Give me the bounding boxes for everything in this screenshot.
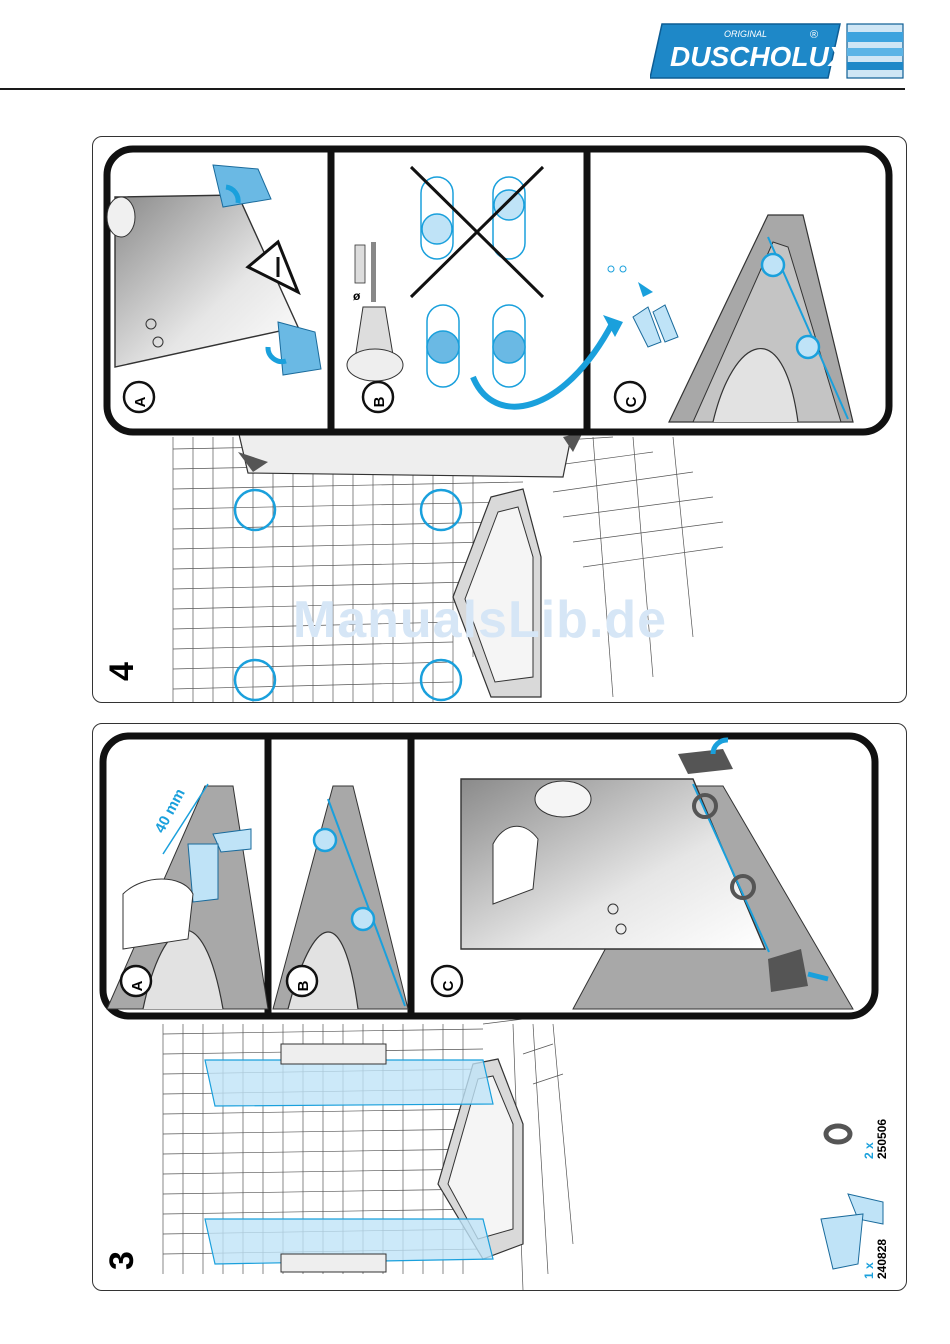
washer-part-icon — [826, 1126, 850, 1142]
logo-registered: ® — [810, 29, 818, 41]
part-washer-label: 2 x 250506 — [863, 1119, 889, 1159]
step4-inset-b-badge: B — [371, 396, 388, 407]
logo-name: DUSCHOLUX — [670, 41, 850, 72]
drill-diameter-symbol: ø — [353, 289, 361, 303]
step3-panel: 40 mm A B C 3 2 x 25050 — [92, 723, 907, 1291]
step3-inset-c-badge: C — [440, 980, 457, 991]
part-washer-code: 250506 — [876, 1119, 889, 1159]
step4-inset-c-badge: C — [623, 396, 640, 407]
watermark-text: ManualsLib.de — [290, 590, 670, 650]
header-rule — [0, 88, 905, 90]
part-clip-code: 240828 — [876, 1239, 889, 1279]
step4-number: 4 — [103, 662, 142, 681]
step3-inset-b-badge: B — [295, 980, 312, 991]
step3-inset-a-badge: A — [129, 980, 146, 991]
logo-small-text: ORIGINAL — [724, 29, 767, 39]
brand-logo: ORIGINAL DUSCHOLUX ® — [650, 22, 905, 80]
step4-inset-a-badge: A — [132, 396, 149, 407]
step3-illustration: 40 mm A B C — [93, 724, 906, 1290]
part-clip-label: 1 x 240828 — [863, 1239, 889, 1279]
step3-number: 3 — [103, 1251, 142, 1270]
